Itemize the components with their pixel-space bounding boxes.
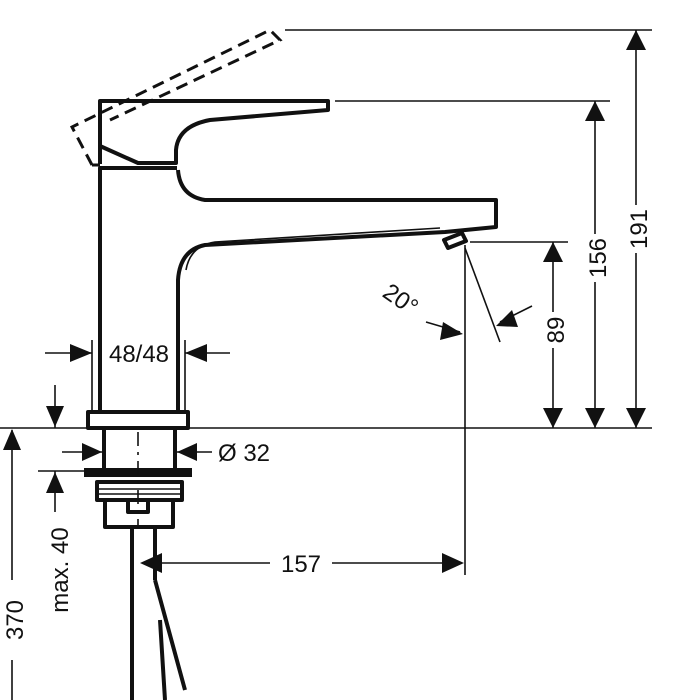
dimension-156: 156 [335, 100, 612, 428]
aerator [442, 231, 468, 250]
dimension-max-40: max. 40 [38, 385, 84, 613]
drain-assembly [84, 428, 192, 700]
dimension-89: 89 [470, 241, 570, 428]
dimension-label-89: 89 [543, 317, 570, 344]
dimension-label-48-48: 48/48 [109, 341, 169, 368]
dimension-diameter-32: Ø 32 [62, 440, 270, 467]
dimension-label-diameter-32: Ø 32 [218, 440, 270, 467]
dimension-label-156: 156 [585, 238, 612, 278]
dimension-48-48: 48/48 [45, 340, 230, 412]
dimension-angle-20: 20° [378, 247, 533, 343]
dimension-label-20-degrees: 20° [378, 278, 423, 321]
dimension-label-191: 191 [626, 209, 653, 249]
dimension-191: 191 [285, 29, 653, 428]
dimension-label-max-40: max. 40 [47, 527, 74, 612]
faucet-body [86, 166, 498, 430]
lever-handle [98, 99, 330, 165]
dimension-157: 157 [140, 245, 466, 578]
dimension-label-157: 157 [281, 551, 321, 578]
dimension-label-370: 370 [2, 600, 29, 640]
dimension-370: 370 [2, 429, 29, 700]
lever-handle-open-position [69, 28, 283, 167]
